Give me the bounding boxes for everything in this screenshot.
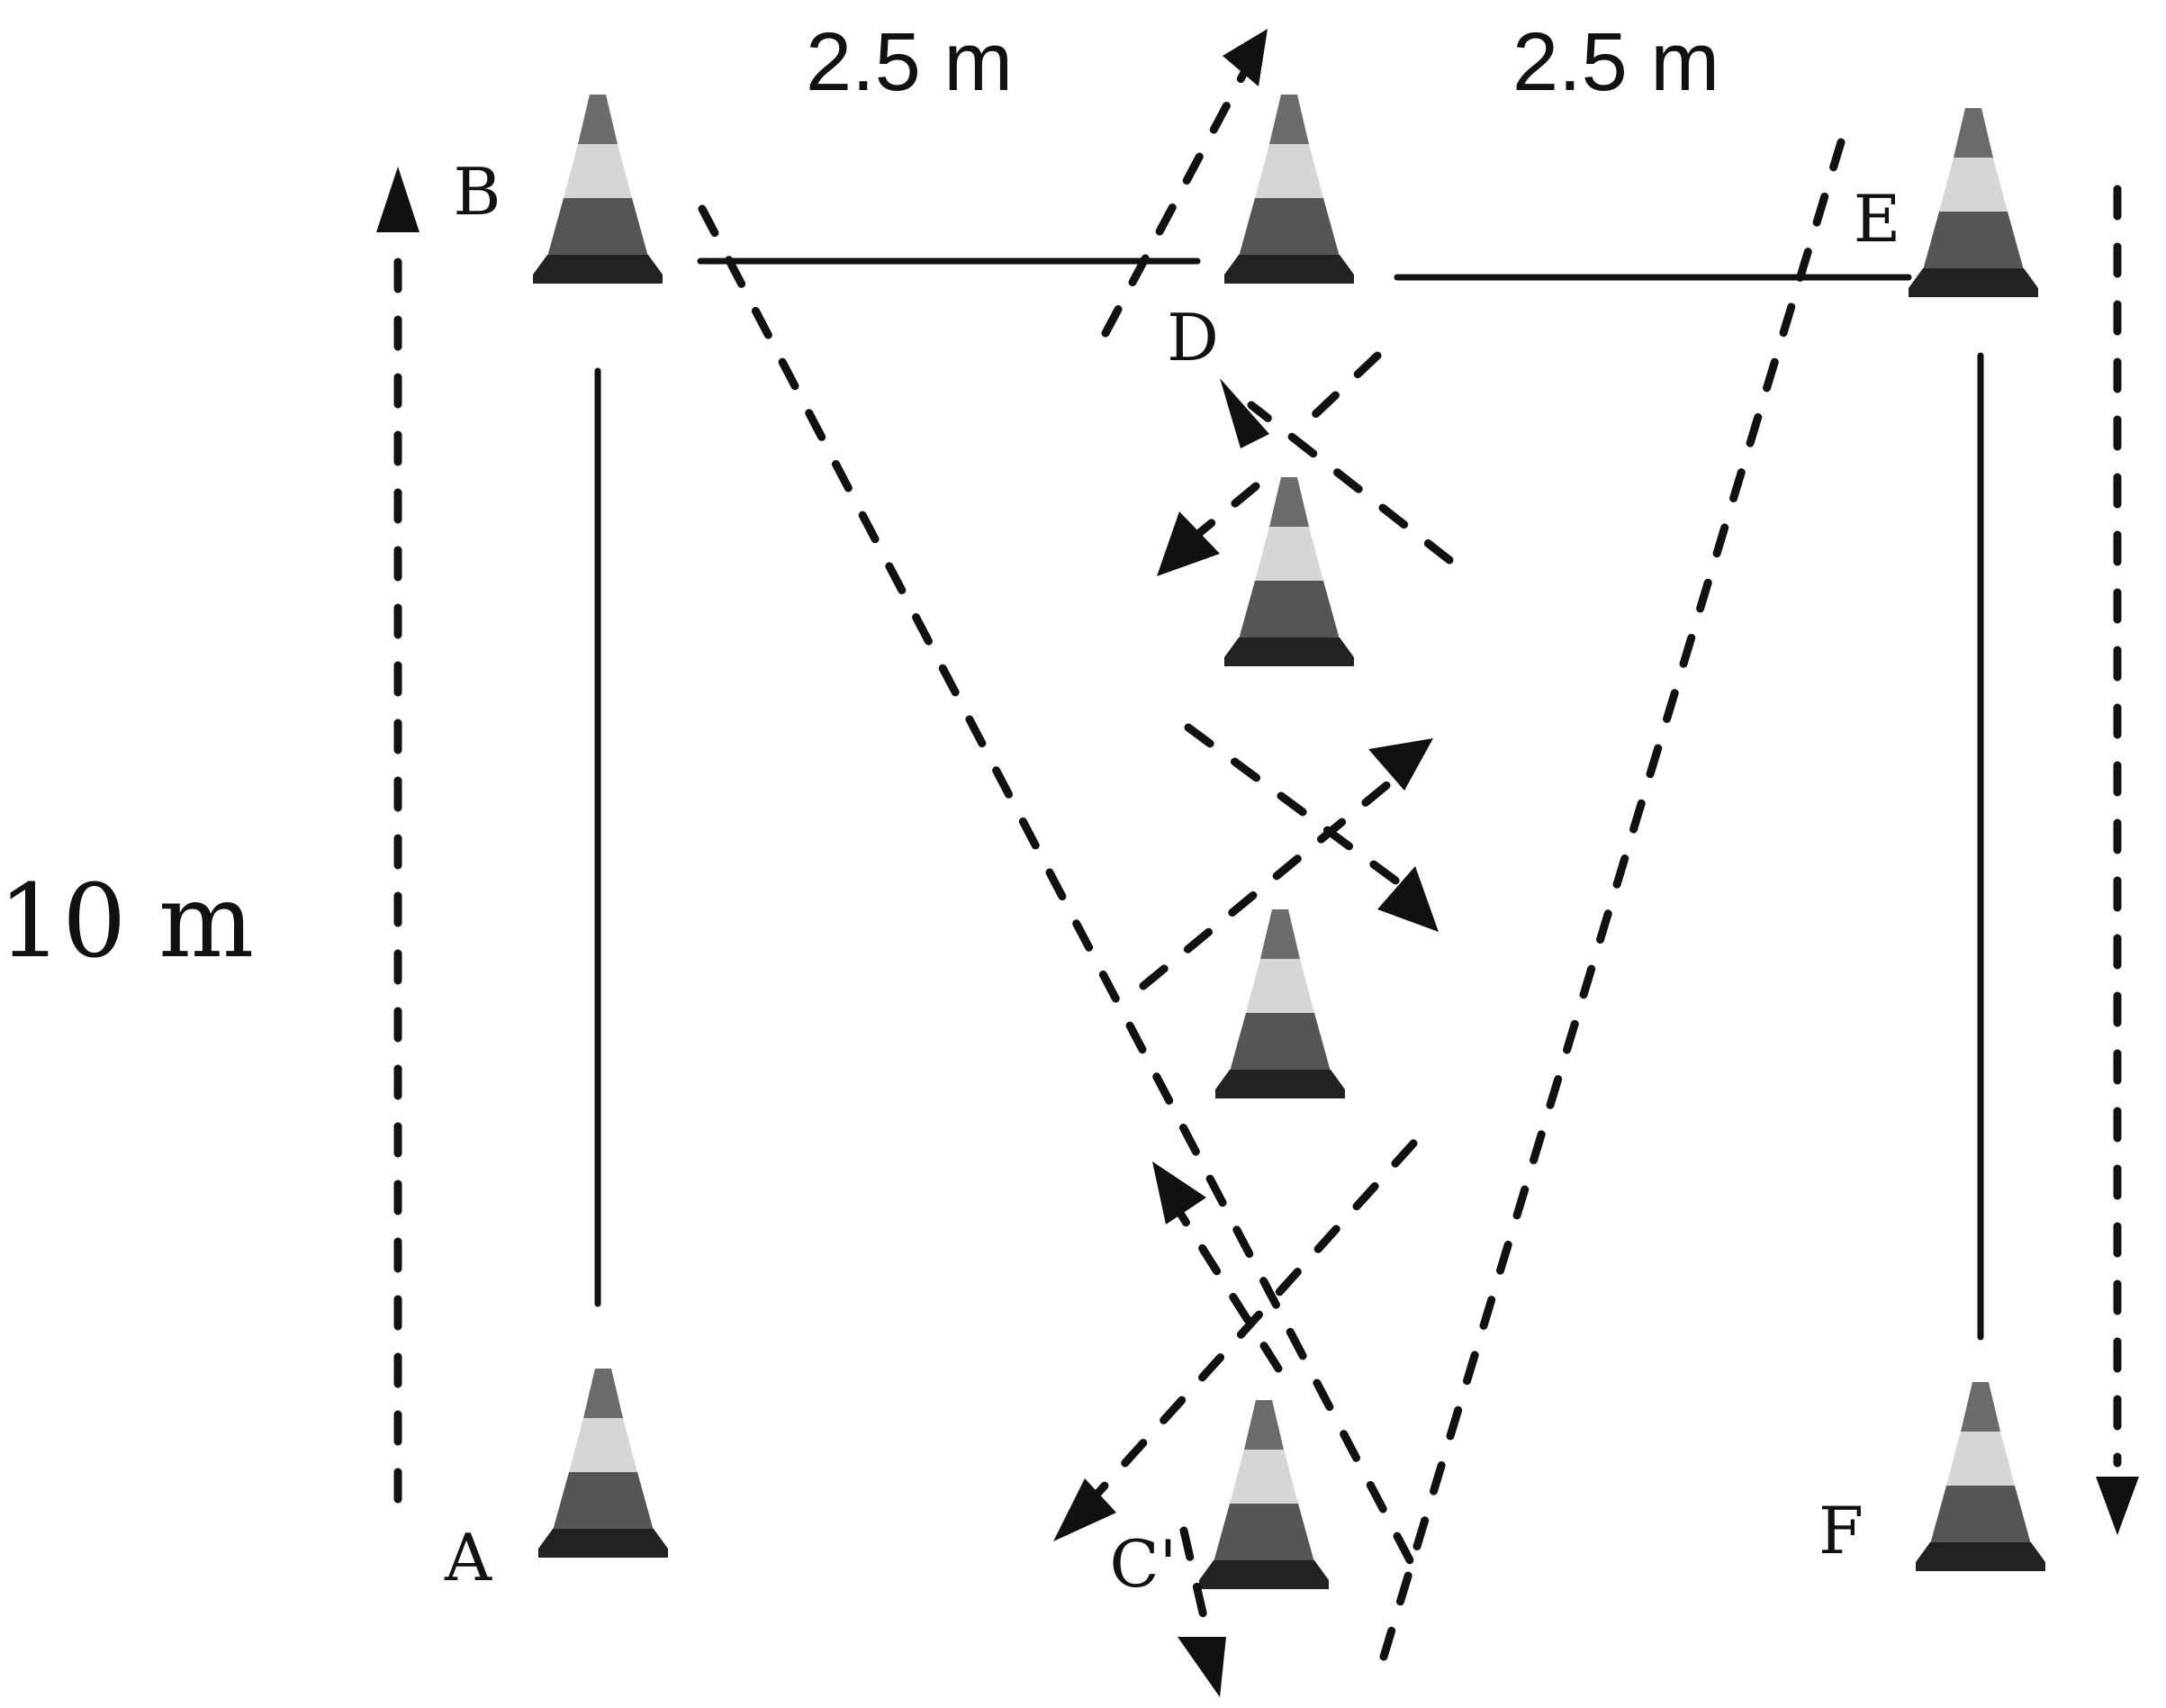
cone-label-d: D (1167, 300, 1219, 375)
cone-b (533, 95, 663, 284)
arrowhead-up-left-side (376, 167, 420, 232)
path-c-to-e (1379, 138, 1846, 1661)
arrowhead-down-right-middle (1377, 866, 1439, 932)
cone-a (538, 1369, 668, 1558)
path-bottom-down (1179, 1526, 1215, 1652)
arrowhead-top-d (1223, 29, 1268, 86)
cone-d (1224, 95, 1354, 284)
cone-label-e: E (1854, 181, 1901, 257)
cone-e (1909, 108, 2038, 297)
path-middle-up-right (1139, 770, 1404, 990)
cone-label-a: A (444, 1520, 492, 1595)
arrowhead-toward-d (1220, 378, 1269, 448)
cone-label-c: C' (1110, 1526, 1178, 1602)
path-upper-left (1188, 482, 1260, 543)
arrowhead-bottom-down (1178, 1637, 1226, 1697)
arrowhead-lower-left (1053, 1478, 1116, 1541)
cone-label-b: B (454, 154, 501, 230)
cone-label-f: F (1819, 1493, 1864, 1568)
cone-center-lower (1215, 909, 1345, 1098)
cone-center-upper (1224, 477, 1354, 666)
distance-label-side: 10 m (0, 863, 254, 981)
arrowhead-left-upper (1157, 511, 1220, 576)
arrowhead-up-right-middle (1368, 738, 1433, 791)
arrowhead-lower-up-left (1152, 1161, 1206, 1225)
cone-f (1916, 1382, 2045, 1571)
path-to-d-top (1101, 63, 1251, 338)
distance-label-top-left: 2.5 m (806, 16, 1013, 108)
arrowhead-down-right-side (2096, 1477, 2139, 1535)
path-to-lower-left (1076, 1139, 1418, 1517)
path-back-to-d (1247, 401, 1454, 565)
path-middle-down-right (1184, 723, 1427, 905)
path-b-to-c (698, 204, 1422, 1580)
cone-c (1199, 1400, 1329, 1589)
distance-label-top-right: 2.5 m (1512, 16, 1719, 108)
path-d-down (1292, 351, 1382, 437)
